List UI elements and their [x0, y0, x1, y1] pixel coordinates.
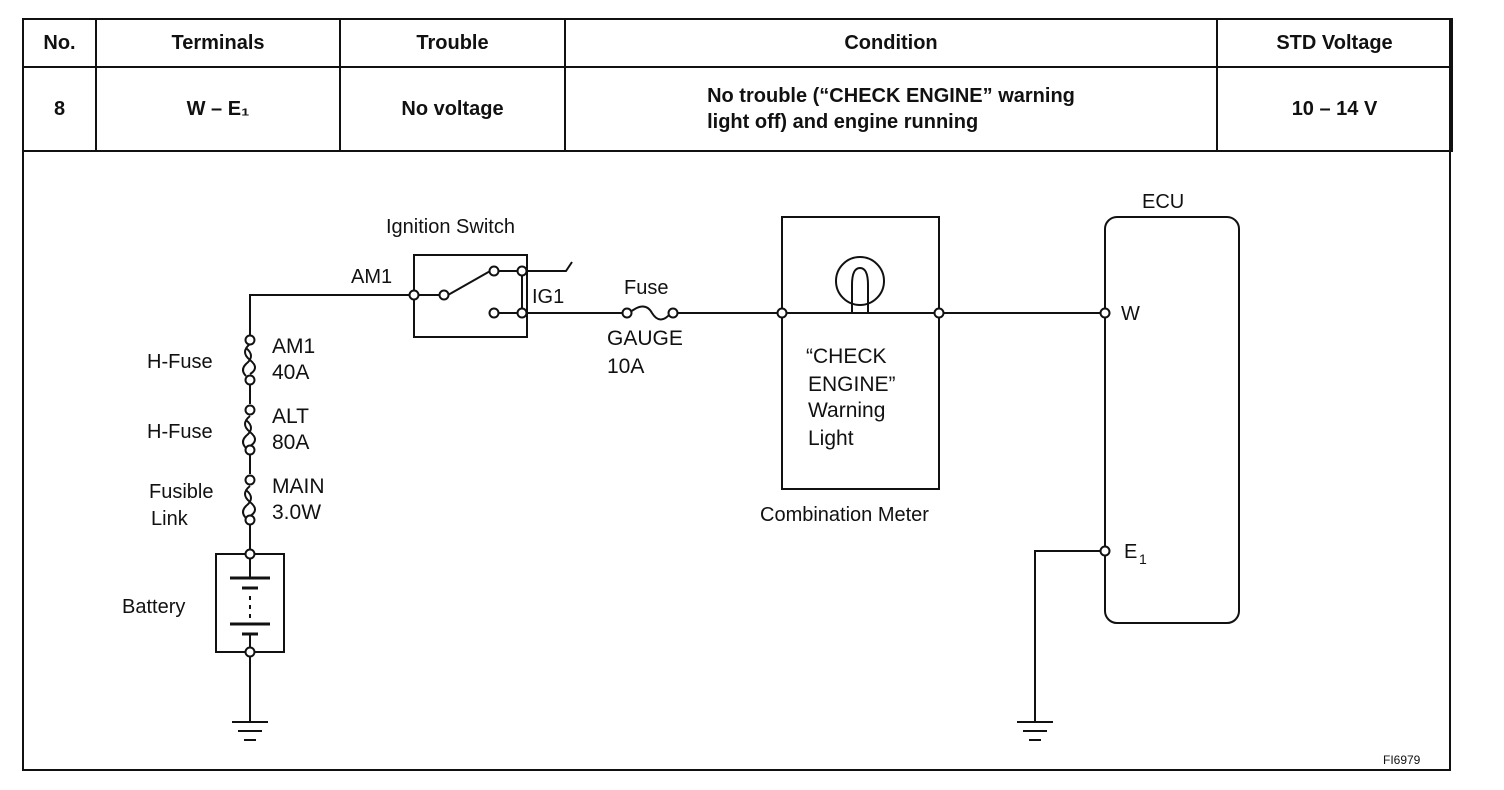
- am1-terminal-label: AM1: [351, 266, 392, 288]
- header-terminals: Terminals: [95, 18, 341, 68]
- switch-contact-acc: [488, 265, 500, 277]
- hfuse1-label: H-Fuse: [147, 351, 213, 373]
- hfuse2-name: ALT: [272, 405, 309, 428]
- meter-terminal-in: [776, 307, 788, 319]
- header-no: No.: [22, 18, 97, 68]
- battery-terminal-negative: [244, 646, 256, 658]
- fusible-label-1: Fusible: [149, 481, 213, 503]
- cell-trouble: No voltage: [339, 66, 566, 152]
- fusible-name: MAIN: [272, 475, 325, 498]
- switch-contact-ig: [488, 307, 500, 319]
- fuse-alt-terminal-bottom: [244, 444, 256, 456]
- gauge-fuse-rating: 10A: [607, 355, 644, 378]
- check-engine-bulb: [835, 256, 885, 306]
- battery-label: Battery: [122, 596, 185, 618]
- header-std-voltage: STD Voltage: [1216, 18, 1453, 68]
- fusible-terminal-top: [244, 474, 256, 486]
- hfuse2-rating: 80A: [272, 431, 309, 454]
- fuse-am1-terminal-bottom: [244, 374, 256, 386]
- ground-symbol-left: [232, 721, 268, 741]
- fusible-terminal-bottom: [244, 514, 256, 526]
- header-condition: Condition: [564, 18, 1218, 68]
- lamp-label-2: ENGINE”: [808, 373, 896, 396]
- hfuse1-name: AM1: [272, 335, 315, 358]
- gauge-fuse-terminal-out: [667, 307, 679, 319]
- ecu-box: [1104, 216, 1240, 624]
- fusible-rating: 3.0W: [272, 501, 321, 524]
- ecu-label: ECU: [1142, 191, 1184, 213]
- ground-symbol-right: [1017, 721, 1053, 741]
- fuse-am1-terminal-top: [244, 334, 256, 346]
- figure-code: FI6979: [1383, 753, 1421, 767]
- switch-contact-arm: [447, 269, 493, 296]
- fuse-am1-element-2: [242, 347, 252, 377]
- wire-am1: [249, 294, 414, 328]
- terminal-am1: [408, 289, 420, 301]
- gauge-fuse-terminal-in: [621, 307, 633, 319]
- spec-table: No. Terminals Trouble Condition STD Volt…: [22, 18, 1453, 152]
- cell-condition: No trouble (“CHECK ENGINE” warning light…: [564, 66, 1218, 152]
- lamp-label-3: Warning: [808, 399, 885, 422]
- ig1-terminal-label: IG1: [532, 286, 564, 308]
- ecu-e-label: E: [1124, 541, 1137, 563]
- combination-meter-label: Combination Meter: [760, 504, 929, 526]
- battery-terminal-positive: [244, 548, 256, 560]
- ecu-w-label: W: [1121, 303, 1140, 325]
- ecu-terminal-e1: [1099, 545, 1111, 557]
- header-trouble: Trouble: [339, 18, 566, 68]
- bulb-filament: [851, 266, 869, 313]
- ecu-e-subscript: 1: [1139, 551, 1147, 567]
- hfuse1-rating: 40A: [272, 361, 309, 384]
- combination-meter-box: [781, 216, 940, 490]
- terminal-st: [516, 265, 528, 277]
- gauge-fuse-name: GAUGE: [607, 327, 683, 350]
- meter-terminal-out: [933, 307, 945, 319]
- lamp-label-4: Light: [808, 427, 854, 450]
- cell-std-voltage: 10 – 14 V: [1216, 66, 1453, 152]
- lamp-label-1: “CHECK: [806, 345, 887, 368]
- cell-terminals: W – E₁: [95, 66, 341, 152]
- wire-e1-ground: [1034, 550, 1101, 722]
- cell-no: 8: [22, 66, 97, 152]
- hfuse2-label: H-Fuse: [147, 421, 213, 443]
- fusible-link-element-2: [242, 489, 252, 519]
- ecu-terminal-w: [1099, 307, 1111, 319]
- ignition-switch-label: Ignition Switch: [386, 216, 515, 238]
- fusible-label-2: Link: [151, 508, 189, 530]
- table-row: 8 W – E₁ No voltage No trouble (“CHECK E…: [22, 66, 1453, 152]
- fuse-alt-element-2: [242, 419, 252, 449]
- condition-line-1: No trouble (“CHECK ENGINE” warning: [707, 85, 1075, 107]
- terminal-ig1: [516, 307, 528, 319]
- switch-st-lead: [526, 261, 573, 272]
- switch-pivot: [438, 289, 450, 301]
- fuse-alt-terminal-top: [244, 404, 256, 416]
- gauge-fuse-element: [628, 305, 672, 321]
- condition-line-2: light off) and engine running: [707, 111, 979, 133]
- table-header-row: No. Terminals Trouble Condition STD Volt…: [22, 18, 1453, 68]
- fuse-label: Fuse: [624, 277, 668, 299]
